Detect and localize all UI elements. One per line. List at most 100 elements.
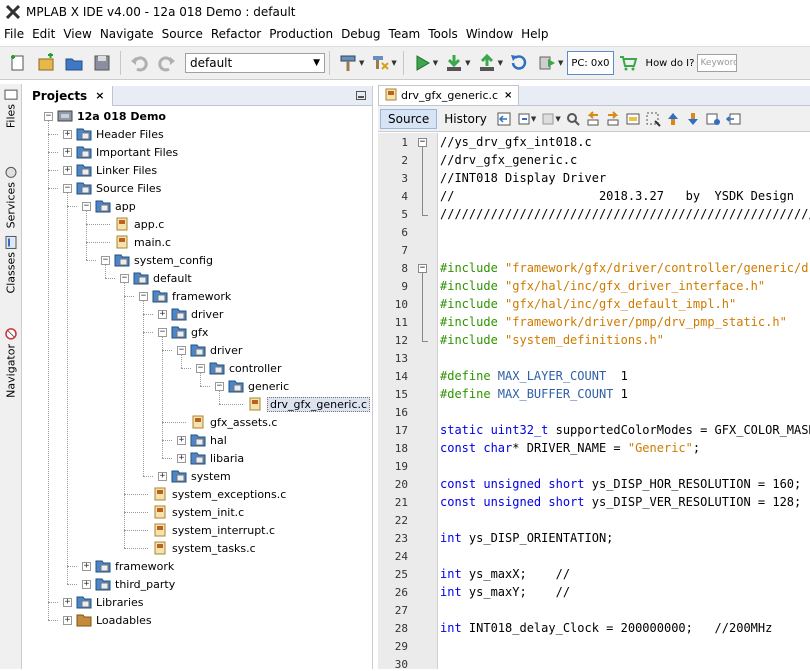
new-file-icon[interactable] — [4, 50, 32, 76]
menu-help[interactable]: Help — [521, 26, 549, 41]
fold-collapse-icon[interactable]: − — [418, 137, 427, 147]
tree-item[interactable]: −12a 018 Demo — [44, 107, 166, 125]
tree-item[interactable]: −gfx — [158, 323, 208, 341]
menu-navigate[interactable]: Navigate — [99, 26, 154, 41]
forward-icon[interactable] — [538, 109, 558, 129]
find-next-icon[interactable] — [603, 109, 623, 129]
menu-refactor[interactable]: Refactor — [210, 26, 262, 41]
expand-icon[interactable]: + — [63, 596, 72, 607]
cart-icon[interactable] — [614, 50, 642, 76]
collapse-icon[interactable]: − — [177, 344, 186, 355]
expand-icon[interactable]: + — [63, 128, 72, 139]
clean-dropdown-icon[interactable]: ▼ — [391, 59, 397, 67]
tree-item[interactable]: −controller — [196, 359, 281, 377]
save-all-icon[interactable] — [88, 50, 116, 76]
side-tab-files[interactable]: Files — [2, 84, 20, 128]
collapse-icon[interactable]: − — [158, 326, 167, 337]
toggle-highlight-icon[interactable] — [623, 109, 643, 129]
expand-icon[interactable]: + — [63, 614, 72, 625]
find-previous-icon[interactable] — [583, 109, 603, 129]
tree-item[interactable]: system_interrupt.c — [139, 521, 275, 539]
expand-icon[interactable]: + — [63, 146, 72, 157]
tree-item[interactable]: system_tasks.c — [139, 539, 256, 557]
reset-icon[interactable] — [505, 50, 533, 76]
collapse-icon[interactable]: − — [63, 182, 72, 193]
tree-item[interactable]: −default — [120, 269, 192, 287]
side-tab-classes[interactable]: Classes — [2, 232, 20, 293]
tree-item[interactable]: +hal — [177, 431, 227, 449]
open-project-icon[interactable] — [60, 50, 88, 76]
tab-source[interactable]: Source — [380, 108, 438, 129]
new-project-icon[interactable] — [32, 50, 60, 76]
tree-item[interactable]: +Libraries — [63, 593, 144, 611]
menu-window[interactable]: Window — [465, 26, 514, 41]
tab-projects[interactable]: Projects × — [24, 85, 114, 106]
debug-icon[interactable] — [533, 50, 561, 76]
tree-item[interactable]: −system_config — [101, 251, 213, 269]
tree-item[interactable]: +framework — [82, 557, 174, 575]
find-icon[interactable] — [563, 109, 583, 129]
side-tab-services[interactable]: Services — [2, 162, 20, 228]
menu-production[interactable]: Production — [269, 26, 334, 41]
tree-item[interactable]: +driver — [158, 305, 223, 323]
collapse-icon[interactable]: − — [196, 362, 205, 373]
collapse-icon[interactable]: − — [120, 272, 129, 283]
expand-icon[interactable]: + — [177, 434, 186, 445]
collapse-icon[interactable]: − — [101, 254, 110, 265]
side-tab-navigator[interactable]: Navigator — [2, 324, 20, 398]
tree-item[interactable]: −driver — [177, 341, 242, 359]
program-dropdown-icon[interactable]: ▼ — [465, 59, 471, 67]
minimize-panel-icon[interactable] — [356, 91, 366, 100]
redo-icon[interactable] — [153, 50, 181, 76]
tree-item[interactable]: +system — [158, 467, 231, 485]
rect-select-icon[interactable] — [643, 109, 663, 129]
collapse-icon[interactable]: − — [215, 380, 224, 391]
menu-team[interactable]: Team — [388, 26, 421, 41]
tree-item[interactable]: +libaria — [177, 449, 244, 467]
make-and-program-icon[interactable] — [440, 50, 468, 76]
back-icon[interactable] — [514, 109, 534, 129]
forward-dropdown-icon[interactable]: ▼ — [555, 114, 561, 123]
undo-icon[interactable] — [125, 50, 153, 76]
build-dropdown-icon[interactable]: ▼ — [359, 59, 365, 67]
tree-item[interactable]: main.c — [101, 233, 171, 251]
tree-item[interactable]: system_init.c — [139, 503, 244, 521]
build-hammer-icon[interactable] — [334, 50, 362, 76]
expand-icon[interactable]: + — [158, 308, 167, 319]
close-icon[interactable]: × — [95, 89, 105, 102]
tab-drv-gfx-generic[interactable]: drv_gfx_generic.c × — [378, 85, 520, 105]
configuration-select[interactable]: default ▼ — [185, 53, 325, 73]
read-device-icon[interactable] — [473, 50, 501, 76]
collapse-icon[interactable]: − — [44, 110, 53, 121]
collapse-icon[interactable]: − — [139, 290, 148, 301]
tree-item[interactable]: +Header Files — [63, 125, 164, 143]
expand-icon[interactable]: + — [63, 164, 72, 175]
tree-item[interactable]: −generic — [215, 377, 289, 395]
tree-item[interactable]: system_exceptions.c — [139, 485, 286, 503]
menu-edit[interactable]: Edit — [32, 26, 56, 41]
expand-icon[interactable]: + — [158, 470, 167, 481]
debug-dropdown-icon[interactable]: ▼ — [557, 59, 564, 67]
tree-item[interactable]: −Source Files — [63, 179, 161, 197]
menu-file[interactable]: File — [4, 26, 25, 41]
run-icon[interactable] — [408, 50, 436, 76]
tree-item[interactable]: +Important Files — [63, 143, 178, 161]
tree-item[interactable]: +third_party — [82, 575, 175, 593]
close-icon[interactable]: × — [504, 90, 513, 101]
shift-left-icon[interactable] — [723, 109, 743, 129]
run-dropdown-icon[interactable]: ▼ — [432, 59, 439, 67]
tree-item[interactable]: +Linker Files — [63, 161, 157, 179]
tree-item[interactable]: −app — [82, 197, 136, 215]
fold-collapse-icon[interactable]: − — [418, 263, 427, 273]
toggle-bookmark-icon[interactable] — [703, 109, 723, 129]
tree-item[interactable]: app.c — [101, 215, 164, 233]
menu-debug[interactable]: Debug — [341, 26, 381, 41]
prev-bookmark-icon[interactable] — [663, 109, 683, 129]
tree-item[interactable]: +Loadables — [63, 611, 152, 629]
expand-icon[interactable]: + — [82, 578, 91, 589]
search-input[interactable]: Keyword — [697, 54, 738, 72]
expand-icon[interactable]: + — [82, 560, 91, 571]
back-dropdown-icon[interactable]: ▼ — [530, 114, 537, 123]
menu-view[interactable]: View — [63, 26, 92, 41]
